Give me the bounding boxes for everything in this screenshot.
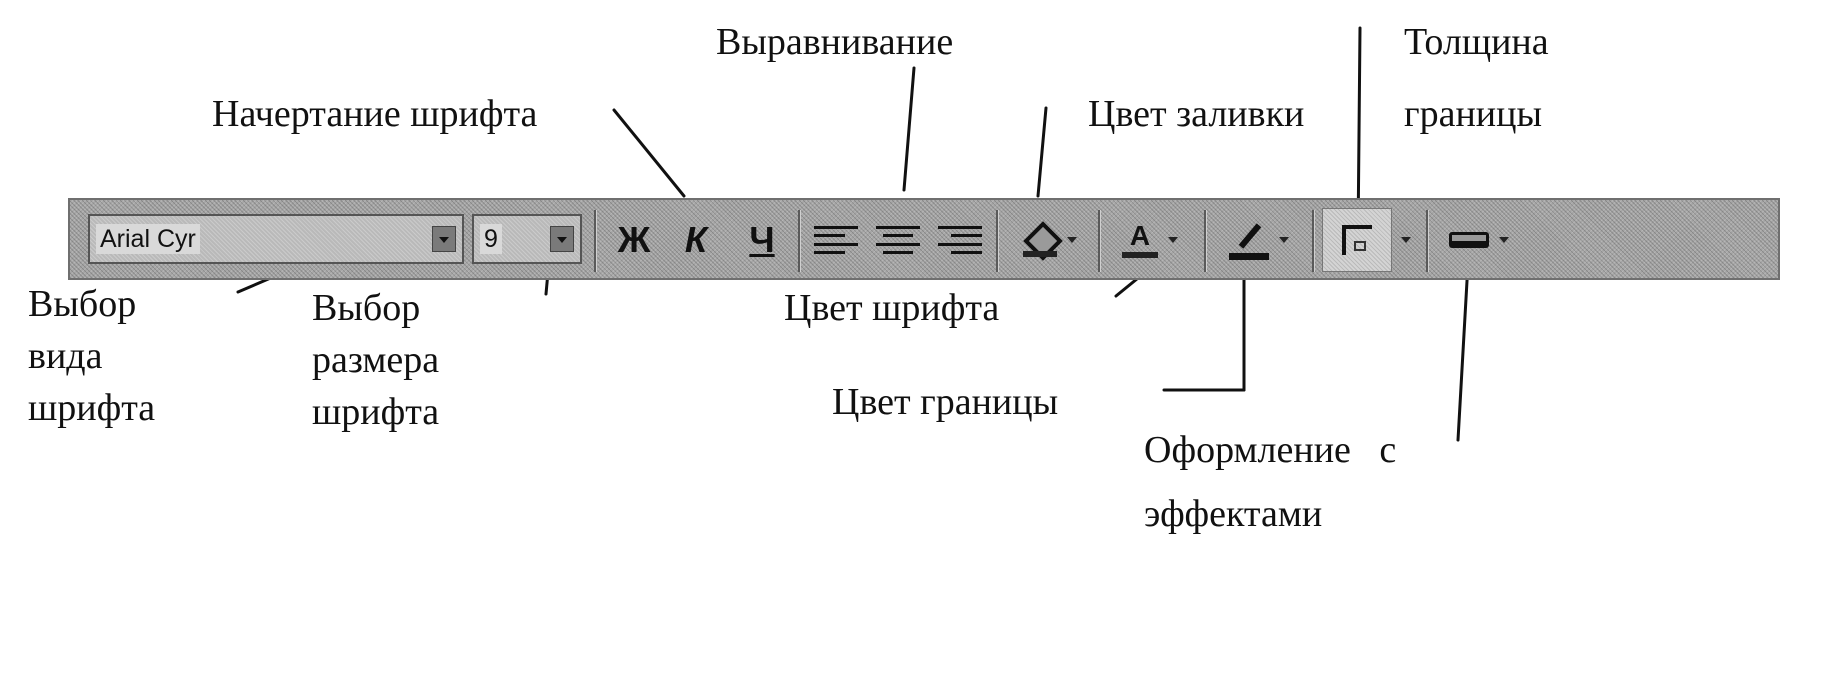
pen-icon — [1229, 220, 1269, 260]
align-center-button[interactable] — [870, 216, 926, 264]
align-left-icon — [814, 226, 858, 254]
chevron-down-icon[interactable] — [432, 226, 456, 252]
label-font-size-line1: Выбор — [312, 287, 421, 329]
toolbar-separator — [1098, 210, 1101, 272]
label-font-size-line2: размера — [312, 339, 440, 381]
chevron-down-icon[interactable] — [1279, 237, 1289, 243]
label-font-size-line3: шрифта — [312, 391, 440, 433]
font-color-icon: A — [1122, 222, 1158, 258]
toolbar-separator — [1312, 210, 1315, 272]
font-size-select[interactable]: 9 — [472, 214, 582, 264]
toolbar-separator — [996, 210, 999, 272]
font-name-value: Arial Cyr — [96, 224, 200, 254]
toolbar-separator — [798, 210, 801, 272]
effects-button[interactable] — [1436, 216, 1522, 264]
label-font-family-line1: Выбор — [28, 283, 137, 325]
label-alignment: Выравнивание — [716, 21, 954, 63]
label-font-style: Начертание шрифта — [212, 93, 538, 135]
align-left-button[interactable] — [808, 216, 864, 264]
toolbar-separator — [594, 210, 597, 272]
label-border-thickness-line1: Толщина — [1404, 21, 1549, 63]
italic-button[interactable]: К — [684, 219, 708, 260]
font-color-glyph: A — [1129, 220, 1151, 251]
chevron-down-icon[interactable] — [1168, 237, 1178, 243]
font-size-value: 9 — [480, 224, 502, 254]
label-border-thickness-line2: границы — [1404, 93, 1542, 135]
label-font-family-line3: шрифта — [28, 387, 156, 429]
borders-button[interactable] — [1322, 208, 1392, 272]
chevron-down-icon[interactable] — [550, 226, 574, 252]
chevron-down-icon[interactable] — [1067, 237, 1077, 243]
label-font-color: Цвет шрифта — [784, 287, 1000, 329]
label-font-family-select: Выбор вида шрифта — [28, 278, 155, 434]
chevron-down-icon[interactable] — [1499, 237, 1509, 243]
borders-dropdown[interactable] — [1392, 216, 1420, 264]
label-effects: Оформление с эффектами — [1144, 424, 1396, 540]
label-effects-line2: эффектами — [1144, 493, 1323, 535]
chevron-down-icon[interactable] — [1401, 237, 1411, 243]
toolbar-separator — [1204, 210, 1207, 272]
font-name-select[interactable]: Arial Cyr — [88, 214, 464, 264]
paint-bucket-icon — [1023, 221, 1063, 261]
label-fill-color: Цвет заливки — [1088, 93, 1305, 135]
align-right-button[interactable] — [932, 216, 988, 264]
callout-line-fill-color — [1036, 106, 1048, 198]
label-effects-line1: Оформление с — [1144, 429, 1397, 471]
bold-button[interactable]: Ж — [617, 219, 651, 260]
align-right-icon — [938, 226, 982, 254]
callout-line-alignment — [902, 66, 916, 192]
border-color-button[interactable] — [1216, 216, 1302, 264]
label-border-color: Цвет границы — [832, 381, 1059, 423]
label-border-thickness: Толщина границы — [1404, 16, 1549, 140]
label-font-size-select: Выбор размера шрифта — [312, 282, 439, 438]
fill-color-button[interactable] — [1010, 216, 1090, 264]
label-font-family-line2: вида — [28, 335, 103, 377]
formatting-toolbar: Arial Cyr 9 Ж К Ч — [68, 198, 1780, 280]
toolbar-separator — [1426, 210, 1429, 272]
borders-icon — [1342, 225, 1372, 255]
underline-button[interactable]: Ч — [749, 219, 775, 260]
callout-line-font-style — [612, 108, 686, 198]
align-center-icon — [876, 226, 920, 254]
font-color-button[interactable]: A — [1110, 216, 1190, 264]
effects-icon — [1449, 232, 1489, 248]
